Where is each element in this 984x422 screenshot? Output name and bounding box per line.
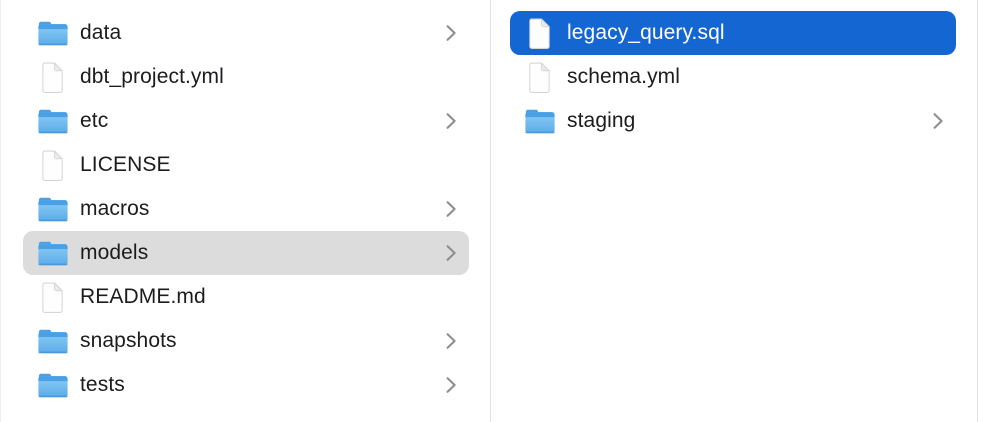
list-item[interactable]: etc bbox=[23, 99, 469, 143]
item-label: README.md bbox=[80, 285, 206, 308]
item-label: models bbox=[80, 241, 149, 264]
folder-icon bbox=[36, 105, 69, 138]
list-item[interactable]: legacy_query.sql bbox=[510, 11, 956, 55]
folder-icon bbox=[36, 17, 69, 50]
list-item[interactable]: schema.yml bbox=[510, 55, 956, 99]
folder-icon bbox=[36, 325, 69, 358]
list-item[interactable]: README.md bbox=[23, 275, 469, 319]
chevron-right-icon bbox=[932, 111, 944, 131]
folder-icon bbox=[36, 193, 69, 226]
column-models-folder: legacy_query.sql schema.yml staging bbox=[491, 0, 978, 422]
list-item[interactable]: staging bbox=[510, 99, 956, 143]
file-icon bbox=[36, 281, 69, 314]
item-label: schema.yml bbox=[567, 65, 681, 88]
list-item[interactable]: models bbox=[23, 231, 469, 275]
file-icon bbox=[36, 61, 69, 94]
list-item[interactable]: dbt_project.yml bbox=[23, 55, 469, 99]
list-item[interactable]: data bbox=[23, 11, 469, 55]
item-label: macros bbox=[80, 197, 150, 220]
chevron-right-icon bbox=[445, 199, 457, 219]
list-item[interactable]: tests bbox=[23, 363, 469, 407]
item-label: tests bbox=[80, 373, 125, 396]
folder-icon bbox=[36, 237, 69, 270]
item-label: etc bbox=[80, 109, 109, 132]
folder-icon bbox=[523, 105, 556, 138]
item-label: snapshots bbox=[80, 329, 177, 352]
file-icon bbox=[523, 61, 556, 94]
item-label: staging bbox=[567, 109, 636, 132]
list-item[interactable]: snapshots bbox=[23, 319, 469, 363]
chevron-right-icon bbox=[445, 111, 457, 131]
column-filler bbox=[978, 0, 984, 422]
chevron-right-icon bbox=[445, 375, 457, 395]
item-label: data bbox=[80, 21, 122, 44]
list-item[interactable]: macros bbox=[23, 187, 469, 231]
column-parent-folder: data dbt_project.yml etc LICENSE macros bbox=[1, 0, 491, 422]
file-icon bbox=[36, 149, 69, 182]
item-label: dbt_project.yml bbox=[80, 65, 224, 88]
file-icon bbox=[523, 17, 556, 50]
folder-icon bbox=[36, 369, 69, 402]
item-label: legacy_query.sql bbox=[567, 21, 725, 44]
chevron-right-icon bbox=[445, 331, 457, 351]
chevron-right-icon bbox=[445, 23, 457, 43]
list-item[interactable]: LICENSE bbox=[23, 143, 469, 187]
item-label: LICENSE bbox=[80, 153, 171, 176]
chevron-right-icon bbox=[445, 243, 457, 263]
